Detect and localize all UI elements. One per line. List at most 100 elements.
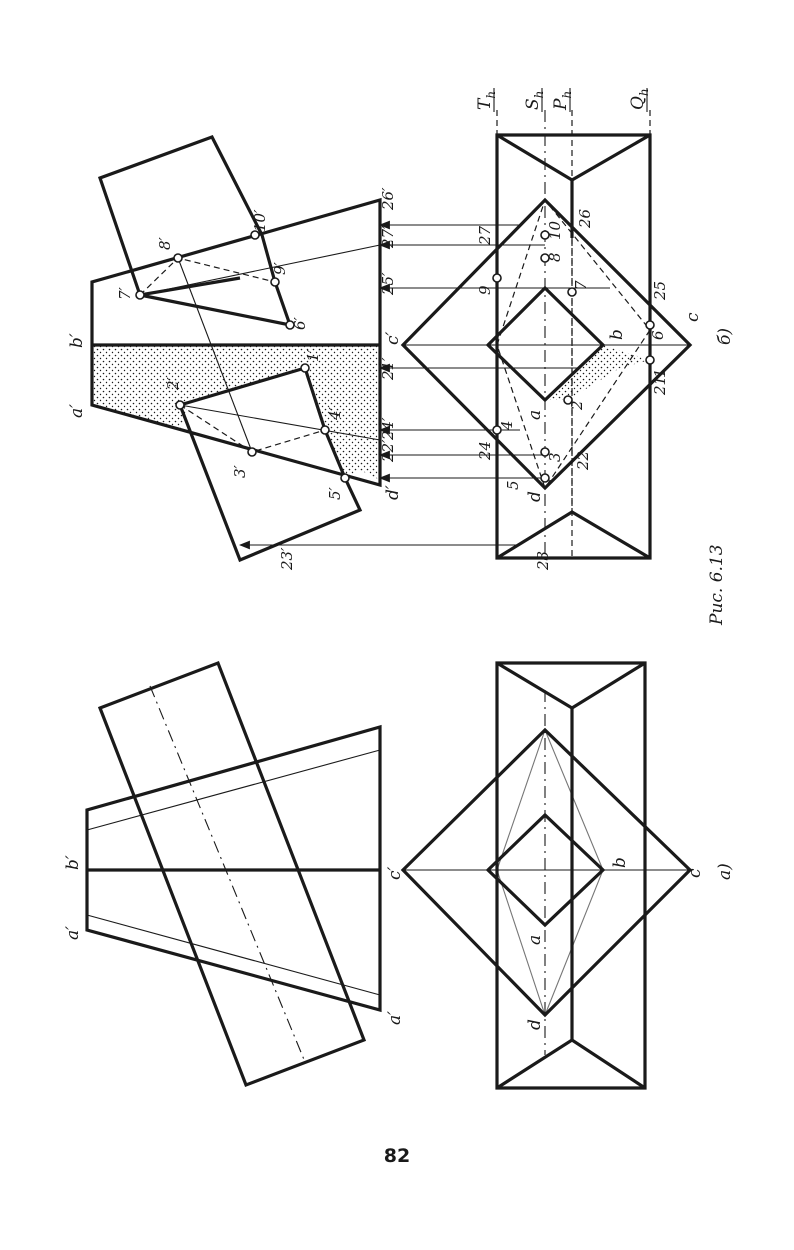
aux-line-2 — [179, 404, 381, 441]
point-3 — [540, 447, 550, 457]
label-10: 10 — [546, 220, 564, 240]
panel-a: a′ b′ c′ a′ a b c d а) — [63, 660, 735, 1090]
label-b-a: a — [525, 410, 545, 420]
prism-center-line — [149, 685, 306, 1063]
label-27-prime: 27′ — [379, 225, 397, 249]
label-1-prime: 1′ — [304, 348, 322, 362]
prism-top-ridge-b1 — [496, 133, 651, 182]
section-axis-b — [177, 257, 253, 453]
label-3: 3 — [546, 452, 564, 462]
prism-lower-edge — [303, 367, 327, 431]
plane-T-label: Th — [475, 91, 498, 110]
prism-upper-cut — [139, 234, 293, 328]
plane-labels: Th Sh Ph Qh — [475, 88, 651, 112]
section-shading — [92, 345, 380, 480]
label-24: 24 — [476, 441, 494, 461]
plane-P-label: Ph — [551, 91, 574, 111]
label-24-prime: 24′ — [379, 417, 397, 441]
label-b-a-prime: a′ — [67, 404, 87, 418]
label-21: 21 — [651, 376, 669, 396]
label-23: 23 — [534, 551, 552, 571]
label-3-prime: 3′ — [231, 464, 249, 478]
panel-b-top-view — [400, 110, 693, 560]
label-b-b: b — [607, 329, 627, 340]
label-b-c-prime: c′ — [383, 331, 403, 345]
hidden-edge-1 — [86, 749, 381, 831]
section-contour — [496, 728, 604, 1017]
point-6-prime — [285, 320, 295, 330]
label-26-prime: 26′ — [379, 187, 397, 211]
label-6: 6 — [649, 330, 667, 340]
prism-outline — [97, 660, 367, 1088]
top-shading — [545, 345, 650, 400]
label-b-c: c — [683, 312, 703, 322]
plane-Q-label: Qh — [628, 88, 651, 110]
label-9: 9 — [476, 285, 494, 295]
label-22: 22 — [574, 451, 592, 471]
point-2-prime — [175, 400, 185, 410]
label-2: 2 — [568, 400, 586, 411]
prism-top-ridge-b — [496, 1038, 646, 1090]
pyramid-outline-b — [90, 197, 382, 488]
pyramid-base-b — [400, 197, 693, 491]
label-26: 26 — [576, 208, 594, 229]
label-a-prime-top: a′ — [63, 926, 83, 940]
point-9 — [492, 273, 502, 283]
label-a-prime-bottom: a′ — [385, 1011, 405, 1025]
section-contour-b — [496, 198, 651, 490]
page-number: 82 — [383, 1145, 411, 1167]
label-c-prime: c′ — [385, 866, 405, 880]
point-5 — [540, 473, 550, 483]
point-4-prime — [320, 425, 330, 435]
label-1: 1 — [651, 368, 669, 378]
label-23-prime: 23′ — [278, 547, 296, 571]
label-4-prime: 4′ — [326, 406, 344, 421]
point-2 — [563, 395, 573, 405]
label-9-prime: 9′ — [271, 261, 289, 275]
label-7-prime: 7′ — [116, 286, 134, 300]
label-2-prime: 2′ — [164, 376, 182, 391]
panel-b-front-view — [90, 135, 382, 563]
point-1-prime — [300, 363, 310, 373]
label-b-d-prime: d′ — [383, 485, 403, 500]
prism-upper-b — [97, 135, 264, 297]
pyramid-outline — [85, 724, 382, 1013]
point-3-prime — [247, 447, 257, 457]
label-8-prime: 8′ — [156, 236, 174, 250]
panel-a-front-view — [85, 660, 382, 1088]
panel-b-label: б) — [715, 328, 735, 345]
label-8: 8 — [546, 252, 564, 262]
point-8-prime — [173, 253, 183, 263]
projection-arrows — [238, 220, 610, 550]
label-22-prime: 22′ — [379, 439, 397, 463]
point-7 — [567, 287, 577, 297]
prism-top-ridge-a — [496, 661, 646, 710]
label-25-prime: 25′ — [379, 272, 397, 296]
point-10 — [540, 230, 550, 240]
prism-top-ridge-b2 — [496, 510, 651, 560]
label-4: 4 — [498, 420, 516, 431]
label-6-prime: 6′ — [291, 316, 309, 330]
label-c: c — [685, 868, 705, 878]
label-21-prime: 21′ — [379, 357, 397, 381]
label-5: 5 — [504, 480, 522, 490]
panel-a-label: а) — [715, 863, 735, 880]
point-1 — [645, 355, 655, 365]
label-b-d: d — [525, 491, 545, 502]
point-9-prime — [270, 277, 280, 287]
label-27: 27 — [476, 225, 494, 246]
point-5-prime — [340, 473, 350, 483]
label-7: 7 — [572, 280, 590, 290]
label-5-prime: 5′ — [326, 486, 344, 500]
label-b-prime: b′ — [63, 855, 83, 870]
point-4 — [492, 425, 502, 435]
figure-caption: Рис. 6.13 — [707, 544, 727, 626]
label-d: d — [525, 1019, 545, 1030]
point-7-prime — [135, 290, 145, 300]
point-8 — [540, 253, 550, 263]
plane-S-label: Sh — [523, 91, 546, 110]
label-10-prime: 10′ — [251, 209, 269, 232]
aux-line-1 — [139, 244, 381, 296]
pyramid-base — [400, 727, 693, 1018]
